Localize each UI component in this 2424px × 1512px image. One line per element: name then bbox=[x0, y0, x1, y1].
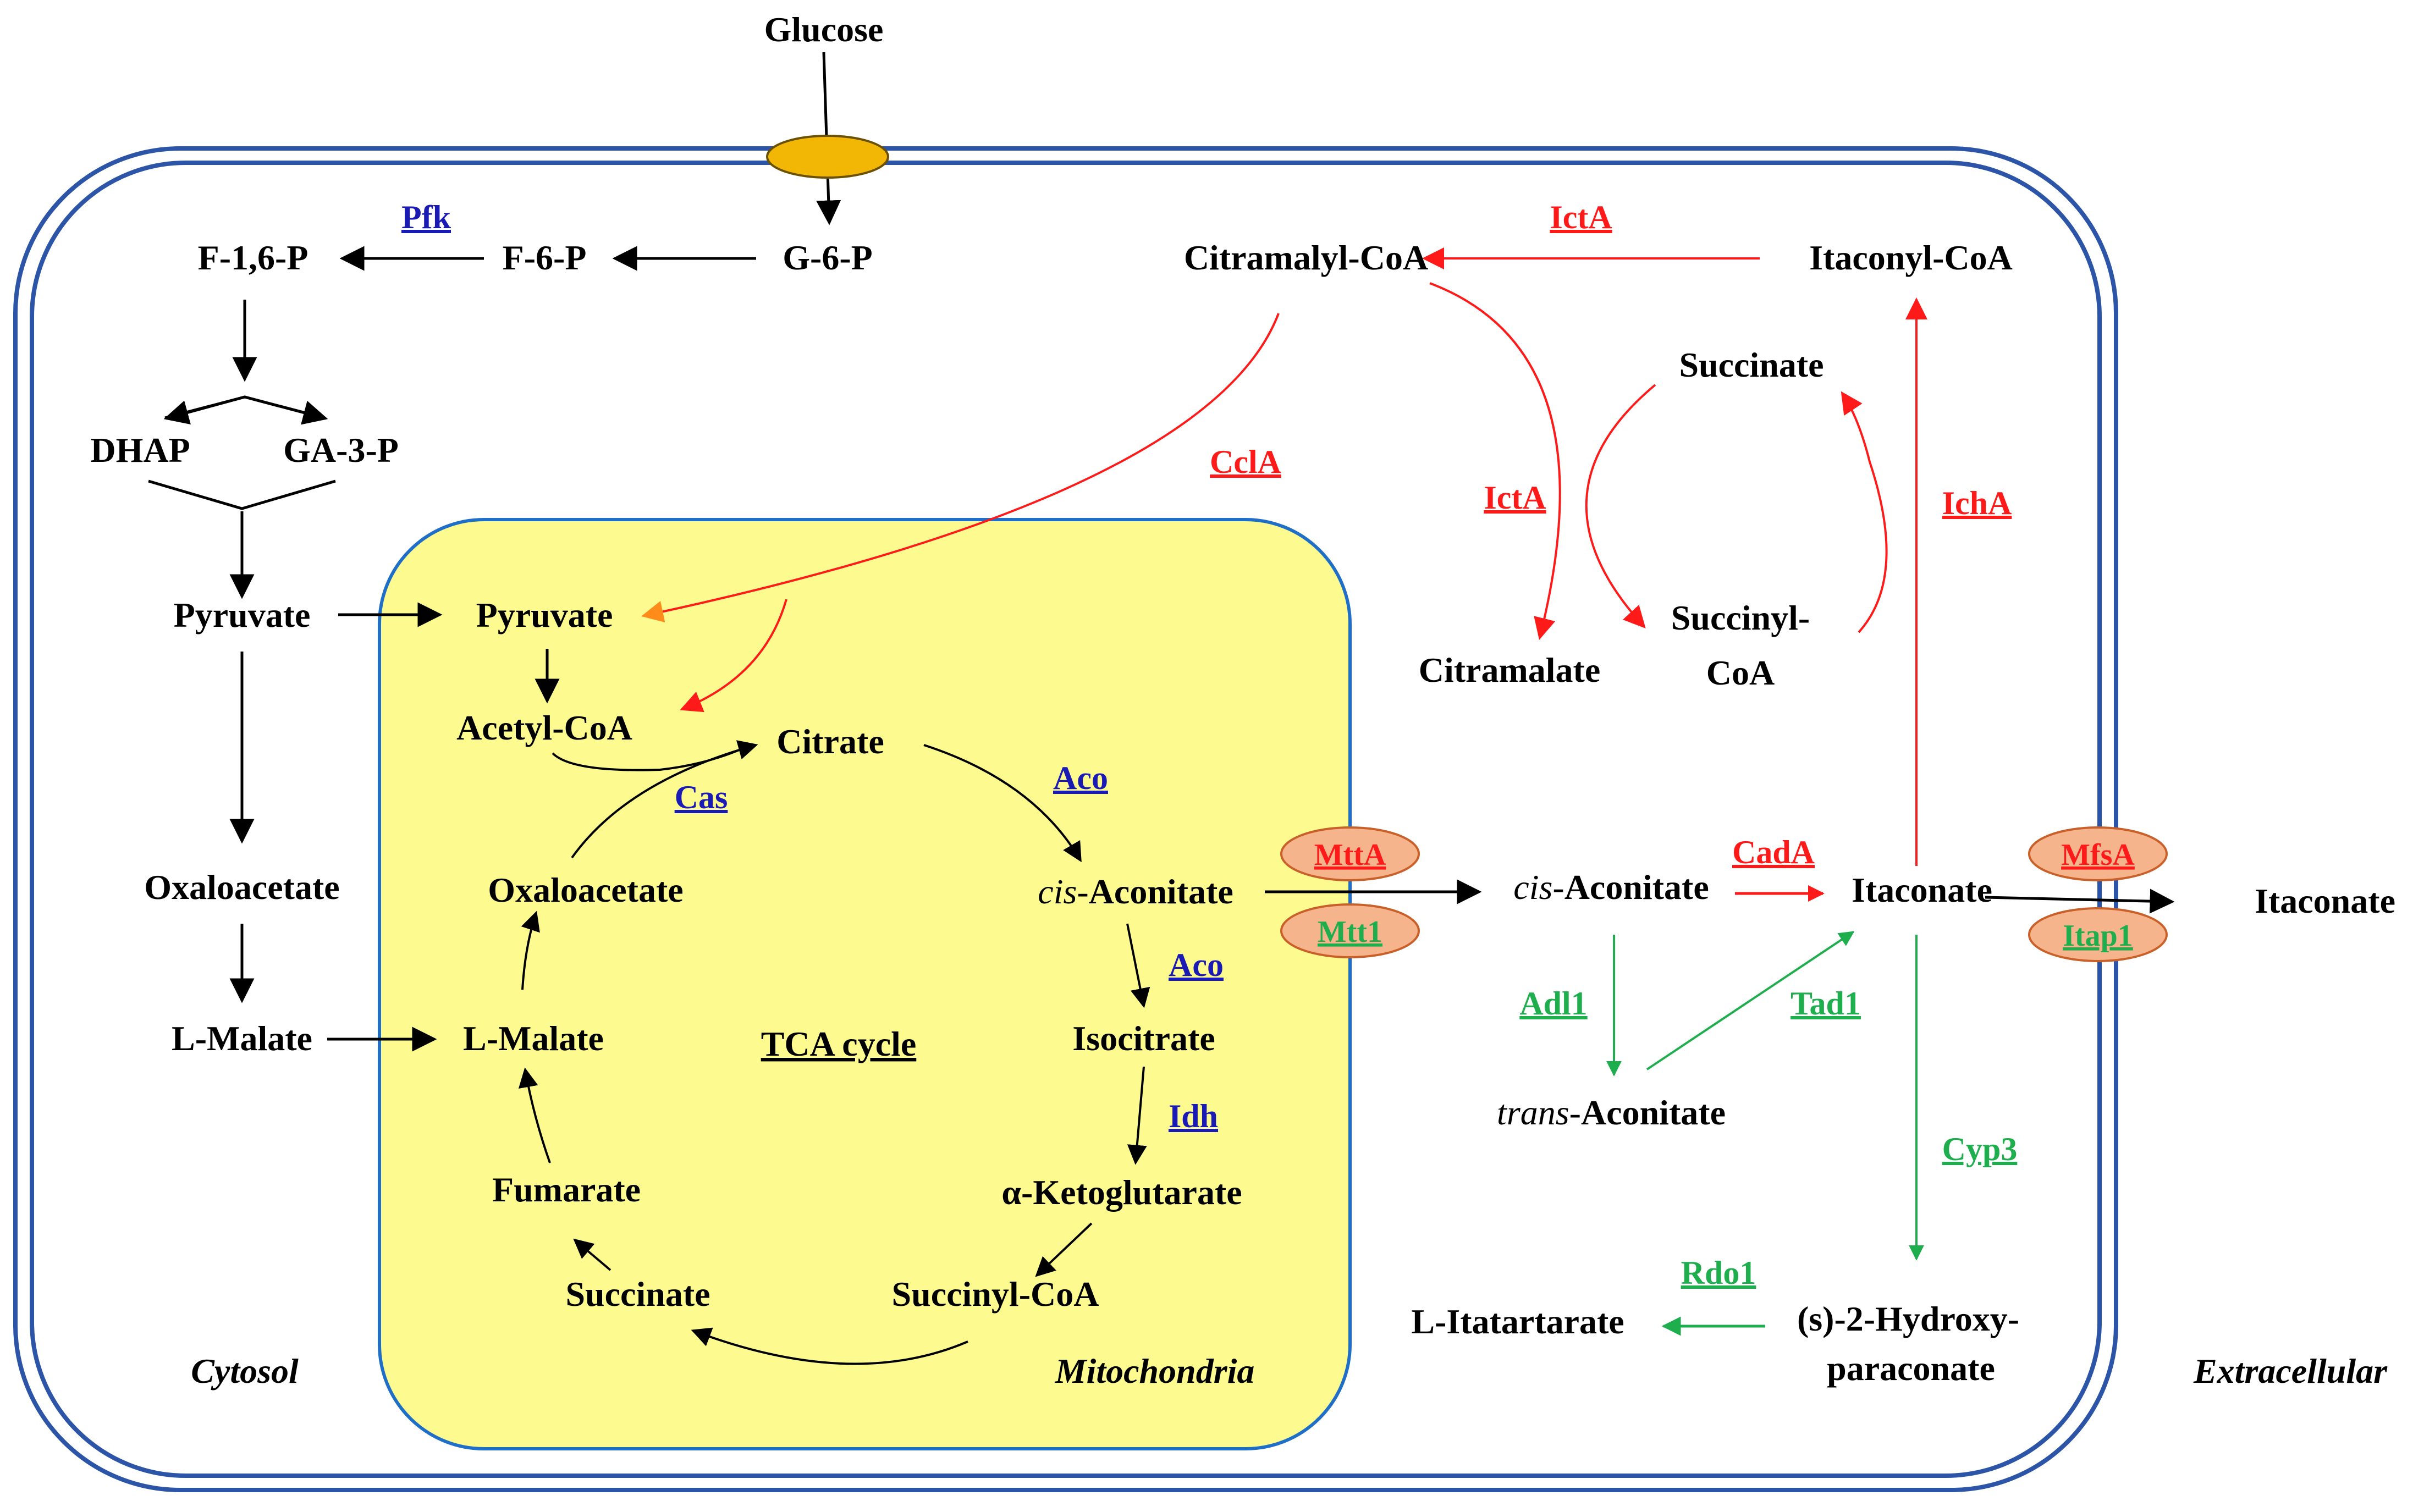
arrow-succinylcoa-succinate bbox=[1841, 391, 1888, 633]
enzyme-cada: CadA bbox=[1732, 834, 1815, 870]
arrow-succinate-fumarate bbox=[573, 1238, 611, 1271]
arrow-citramalylcoa-acetylcoa bbox=[680, 599, 787, 713]
metabolite-g6p: G-6-P bbox=[783, 238, 873, 277]
arrow-to-dhap bbox=[163, 395, 245, 425]
cis-prefix-cytosol: cis- bbox=[1513, 868, 1564, 907]
arrow-itaconate-export bbox=[1985, 889, 2175, 914]
metabolite-succinylcoa-mito: Succinyl-CoA bbox=[892, 1274, 1099, 1314]
enzyme-aco-2: Aco bbox=[1169, 947, 1224, 983]
aconitate-text-cytosol: Aconitate bbox=[1564, 868, 1709, 907]
glucose-transporter bbox=[766, 135, 889, 179]
metabolite-pyruvate-cytosol: Pyruvate bbox=[174, 595, 311, 634]
arrow-cisaconitate-isocitrate bbox=[1126, 923, 1150, 1008]
enzyme-rdo1: Rdo1 bbox=[1681, 1255, 1756, 1291]
transporter-mfsa bbox=[2028, 826, 2168, 881]
plasma-membrane-transporters: MfsA Itap1 bbox=[2028, 826, 2168, 962]
metabolite-succinate-cytosol: Succinate bbox=[1679, 345, 1823, 384]
transporter-mtt1 bbox=[1280, 903, 1420, 958]
succinylcoa-line2: CoA bbox=[1706, 653, 1775, 692]
arrow-citramalylcoa-citramalate bbox=[1429, 282, 1561, 640]
metabolite-itaconate-extracellular: Itaconate bbox=[2255, 881, 2395, 920]
arrow-malate-oaa bbox=[521, 910, 540, 990]
metabolite-ga3p: GA-3-P bbox=[283, 431, 399, 470]
mitochondrion bbox=[378, 518, 1352, 1450]
metabolite-hydroxyparaconate: (s)-2-Hydroxy-paraconate bbox=[1797, 1299, 2019, 1388]
metabolite-malate-cytosol: L-Malate bbox=[172, 1019, 312, 1058]
metabolite-akg: α-Ketoglutarate bbox=[1001, 1173, 1242, 1212]
arrow-citrate-cisaconitate bbox=[923, 744, 1082, 863]
metabolite-itatartarate: L-Itatartarate bbox=[1411, 1302, 1624, 1341]
arrow-succinate-succinylcoa bbox=[1585, 384, 1656, 628]
enzyme-icha: IchA bbox=[1942, 485, 2012, 521]
hydroxyparaconate-line1: (s)-2-Hydroxy- bbox=[1797, 1299, 2019, 1338]
succinylcoa-line1: Succinyl- bbox=[1671, 598, 1810, 637]
region-cytosol: Cytosol bbox=[191, 1351, 299, 1390]
metabolite-trans-aconitate: trans-Aconitate bbox=[1497, 1093, 1726, 1132]
enzyme-icta-top: IctA bbox=[1550, 199, 1612, 235]
arrow-to-ga3p bbox=[244, 395, 328, 425]
transporter-itap1 bbox=[2028, 907, 2168, 962]
enzyme-aco-1: Aco bbox=[1053, 760, 1108, 796]
arrow-isocitrate-akg bbox=[1127, 1066, 1147, 1165]
enzyme-tad1: Tad1 bbox=[1791, 985, 1861, 1022]
enzyme-pfk: Pfk bbox=[401, 199, 451, 235]
split-lines bbox=[164, 395, 325, 420]
enzyme-cyp3: Cyp3 bbox=[1942, 1131, 2018, 1167]
region-extracellular: Extracellular bbox=[2193, 1351, 2388, 1390]
transporter-mtta bbox=[1280, 826, 1420, 881]
metabolite-pyruvate-mito: Pyruvate bbox=[476, 595, 613, 634]
metabolite-oxaloacetate-cytosol: Oxaloacetate bbox=[144, 868, 339, 907]
metabolite-itaconate-cytosol: Itaconate bbox=[1852, 870, 1992, 909]
arrow-akg-succinylcoa bbox=[1035, 1222, 1093, 1277]
arrow-succinylcoa-succinate bbox=[691, 1327, 968, 1365]
enzyme-icta-mid: IctA bbox=[1484, 479, 1546, 516]
mitochondrial-transporters: MttA Mtt1 bbox=[1280, 826, 1420, 958]
enzyme-cas: Cas bbox=[675, 779, 728, 815]
metabolite-glucose: Glucose bbox=[764, 10, 884, 49]
metabolite-isocitrate: Isocitrate bbox=[1072, 1019, 1215, 1058]
enzyme-ccla: CclA bbox=[1210, 444, 1281, 480]
metabolite-oxaloacetate-mito: Oxaloacetate bbox=[488, 870, 683, 909]
region-mitochondria: Mitochondria bbox=[1055, 1351, 1255, 1390]
outer-cell-membrane bbox=[13, 146, 2118, 1492]
metabolite-fumarate: Fumarate bbox=[492, 1170, 641, 1209]
metabolite-succinate-mito: Succinate bbox=[565, 1274, 710, 1314]
inner-cell-membrane bbox=[30, 161, 2102, 1478]
aconitate-text: Aconitate bbox=[1089, 872, 1233, 911]
metabolite-itaconylcoa: Itaconyl-CoA bbox=[1809, 238, 2013, 277]
metabolite-citramalylcoa: Citramalyl-CoA bbox=[1184, 238, 1428, 277]
metabolite-acetylcoa: Acetyl-CoA bbox=[456, 708, 632, 747]
trans-prefix: trans- bbox=[1497, 1093, 1581, 1132]
metabolite-succinylcoa-cytosol: Succinyl- CoA bbox=[1671, 598, 1810, 692]
enzyme-idh: Idh bbox=[1169, 1098, 1218, 1134]
enzyme-adl1: Adl1 bbox=[1519, 985, 1587, 1022]
cis-prefix: cis- bbox=[1038, 872, 1088, 911]
metabolite-citrate: Citrate bbox=[776, 722, 884, 761]
arrow-citramalylcoa-pyruvate bbox=[641, 313, 1280, 623]
merge-lines bbox=[148, 479, 336, 510]
metabolite-malate-mito: L-Malate bbox=[463, 1019, 604, 1058]
tca-cycle-label: TCA cycle bbox=[761, 1024, 917, 1063]
itap1-label: Itap1 bbox=[2063, 919, 2133, 953]
metabolite-f6p: F-6-P bbox=[503, 238, 587, 277]
metabolite-cis-aconitate-cytosol: cis-Aconitate bbox=[1513, 868, 1709, 907]
mtt1-label: Mtt1 bbox=[1318, 915, 1382, 949]
metabolite-f16p: F-1,6-P bbox=[198, 238, 308, 277]
mfsa-label: MfsA bbox=[2061, 838, 2135, 872]
metabolite-cis-aconitate-mito: cis-Aconitate bbox=[1038, 872, 1233, 911]
hydroxyparaconate-line2: paraconate bbox=[1827, 1349, 1995, 1388]
arrow-fumarate-malate bbox=[518, 1067, 551, 1163]
arrow-transaconitate-itaconate bbox=[1646, 931, 1855, 1070]
trans-aconitate-text: Aconitate bbox=[1581, 1093, 1726, 1132]
metabolite-dhap: DHAP bbox=[90, 431, 190, 470]
mtta-label: MttA bbox=[1314, 838, 1386, 872]
arrow-oaa-citrate bbox=[571, 740, 758, 859]
metabolite-citramalate: Citramalate bbox=[1419, 650, 1601, 689]
